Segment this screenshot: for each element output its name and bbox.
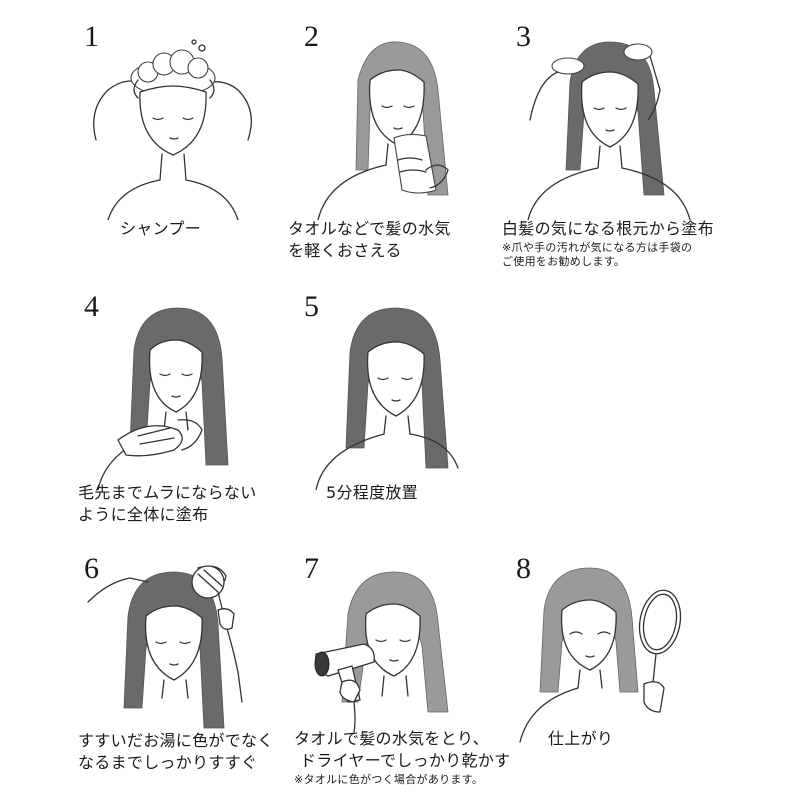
caption-line: タオルで髪の水気をとり、 [294,729,489,748]
caption-note: ※タオルに色がつく場合があります。 [294,773,510,787]
step-2: 2 タオルなどで髪の水気 を軽くおさえる [288,20,528,280]
step-4: 4 毛先までムラにならない ように全体に塗布 [78,290,308,550]
caption-line: ように全体に塗布 [78,505,209,524]
note-line: ※タオルに色がつく場合があります。 [294,773,484,786]
step-number: 7 [304,552,319,585]
step-caption: タオルなどで髪の水気 を軽くおさえる [288,218,451,262]
blow-dry-illustration [298,552,528,752]
caption-line: シャンプー [120,219,202,238]
step-caption: すすいだお湯に色がでなく なるまでしっかりすすぐ [78,730,274,774]
caption-note: ※爪や手の汚れが気になる方は手袋の ご使用をお勧めします。 [502,241,714,269]
step-caption: タオルで髪の水気をとり、 ドライヤーでしっかり乾かす ※タオルに色がつく場合があ… [294,728,510,787]
caption-line: なるまでしっかりすすぐ [78,753,258,772]
step-number: 8 [516,552,531,585]
step-caption: 毛先までムラにならない ように全体に塗布 [78,482,257,526]
step-caption: 仕上がり [548,728,613,750]
step-8: 8 仕上がり [510,552,740,812]
caption-line: 白髪の気になる根元から塗布 [502,219,714,238]
caption-line: すすいだお湯に色がでなく [78,731,274,750]
caption-line: ドライヤーでしっかり乾かす [300,751,511,770]
apply-ends-illustration [78,290,308,490]
step-number: 3 [516,20,531,53]
step-number: 5 [304,290,319,323]
step-caption: 5分程度放置 [326,482,418,504]
rinse-illustration [78,552,308,752]
caption-line: 仕上がり [548,729,614,748]
towel-dry-illustration [298,20,528,220]
step-number: 4 [84,290,99,323]
step-3: 3 白髪の気になる根元から塗布 ※爪や手の汚れが気になる方は手袋の ご使用をお勧… [502,20,740,280]
finished-illustration [510,552,740,752]
step-number: 6 [84,552,99,585]
wait-illustration [298,290,528,490]
caption-line: 5分程度放置 [326,483,418,502]
step-caption: 白髪の気になる根元から塗布 ※爪や手の汚れが気になる方は手袋の ご使用をお勧めし… [502,218,714,269]
step-number: 1 [84,20,99,53]
apply-roots-illustration [510,20,740,220]
caption-line: 毛先までムラにならない [78,483,257,502]
step-number: 2 [304,20,319,53]
note-line: ※爪や手の汚れが気になる方は手袋の [502,241,693,254]
caption-line: を軽くおさえる [288,241,402,260]
note-line: ご使用をお勧めします。 [502,255,626,268]
step-6: 6 すすいだお湯に色がでなく なるまでしっかりすすぐ [78,552,308,812]
step-caption: シャンプー [120,218,201,240]
shampoo-illustration [78,20,308,220]
step-7: 7 タオルで髪の水気をとり、 ドライヤーでしっかり乾かす ※タオルに色がつく場合… [294,552,528,812]
step-1: 1 シャンプー [78,20,308,280]
caption-line: タオルなどで髪の水気 [288,219,451,238]
step-5: 5 5分程度放置 [298,290,528,550]
